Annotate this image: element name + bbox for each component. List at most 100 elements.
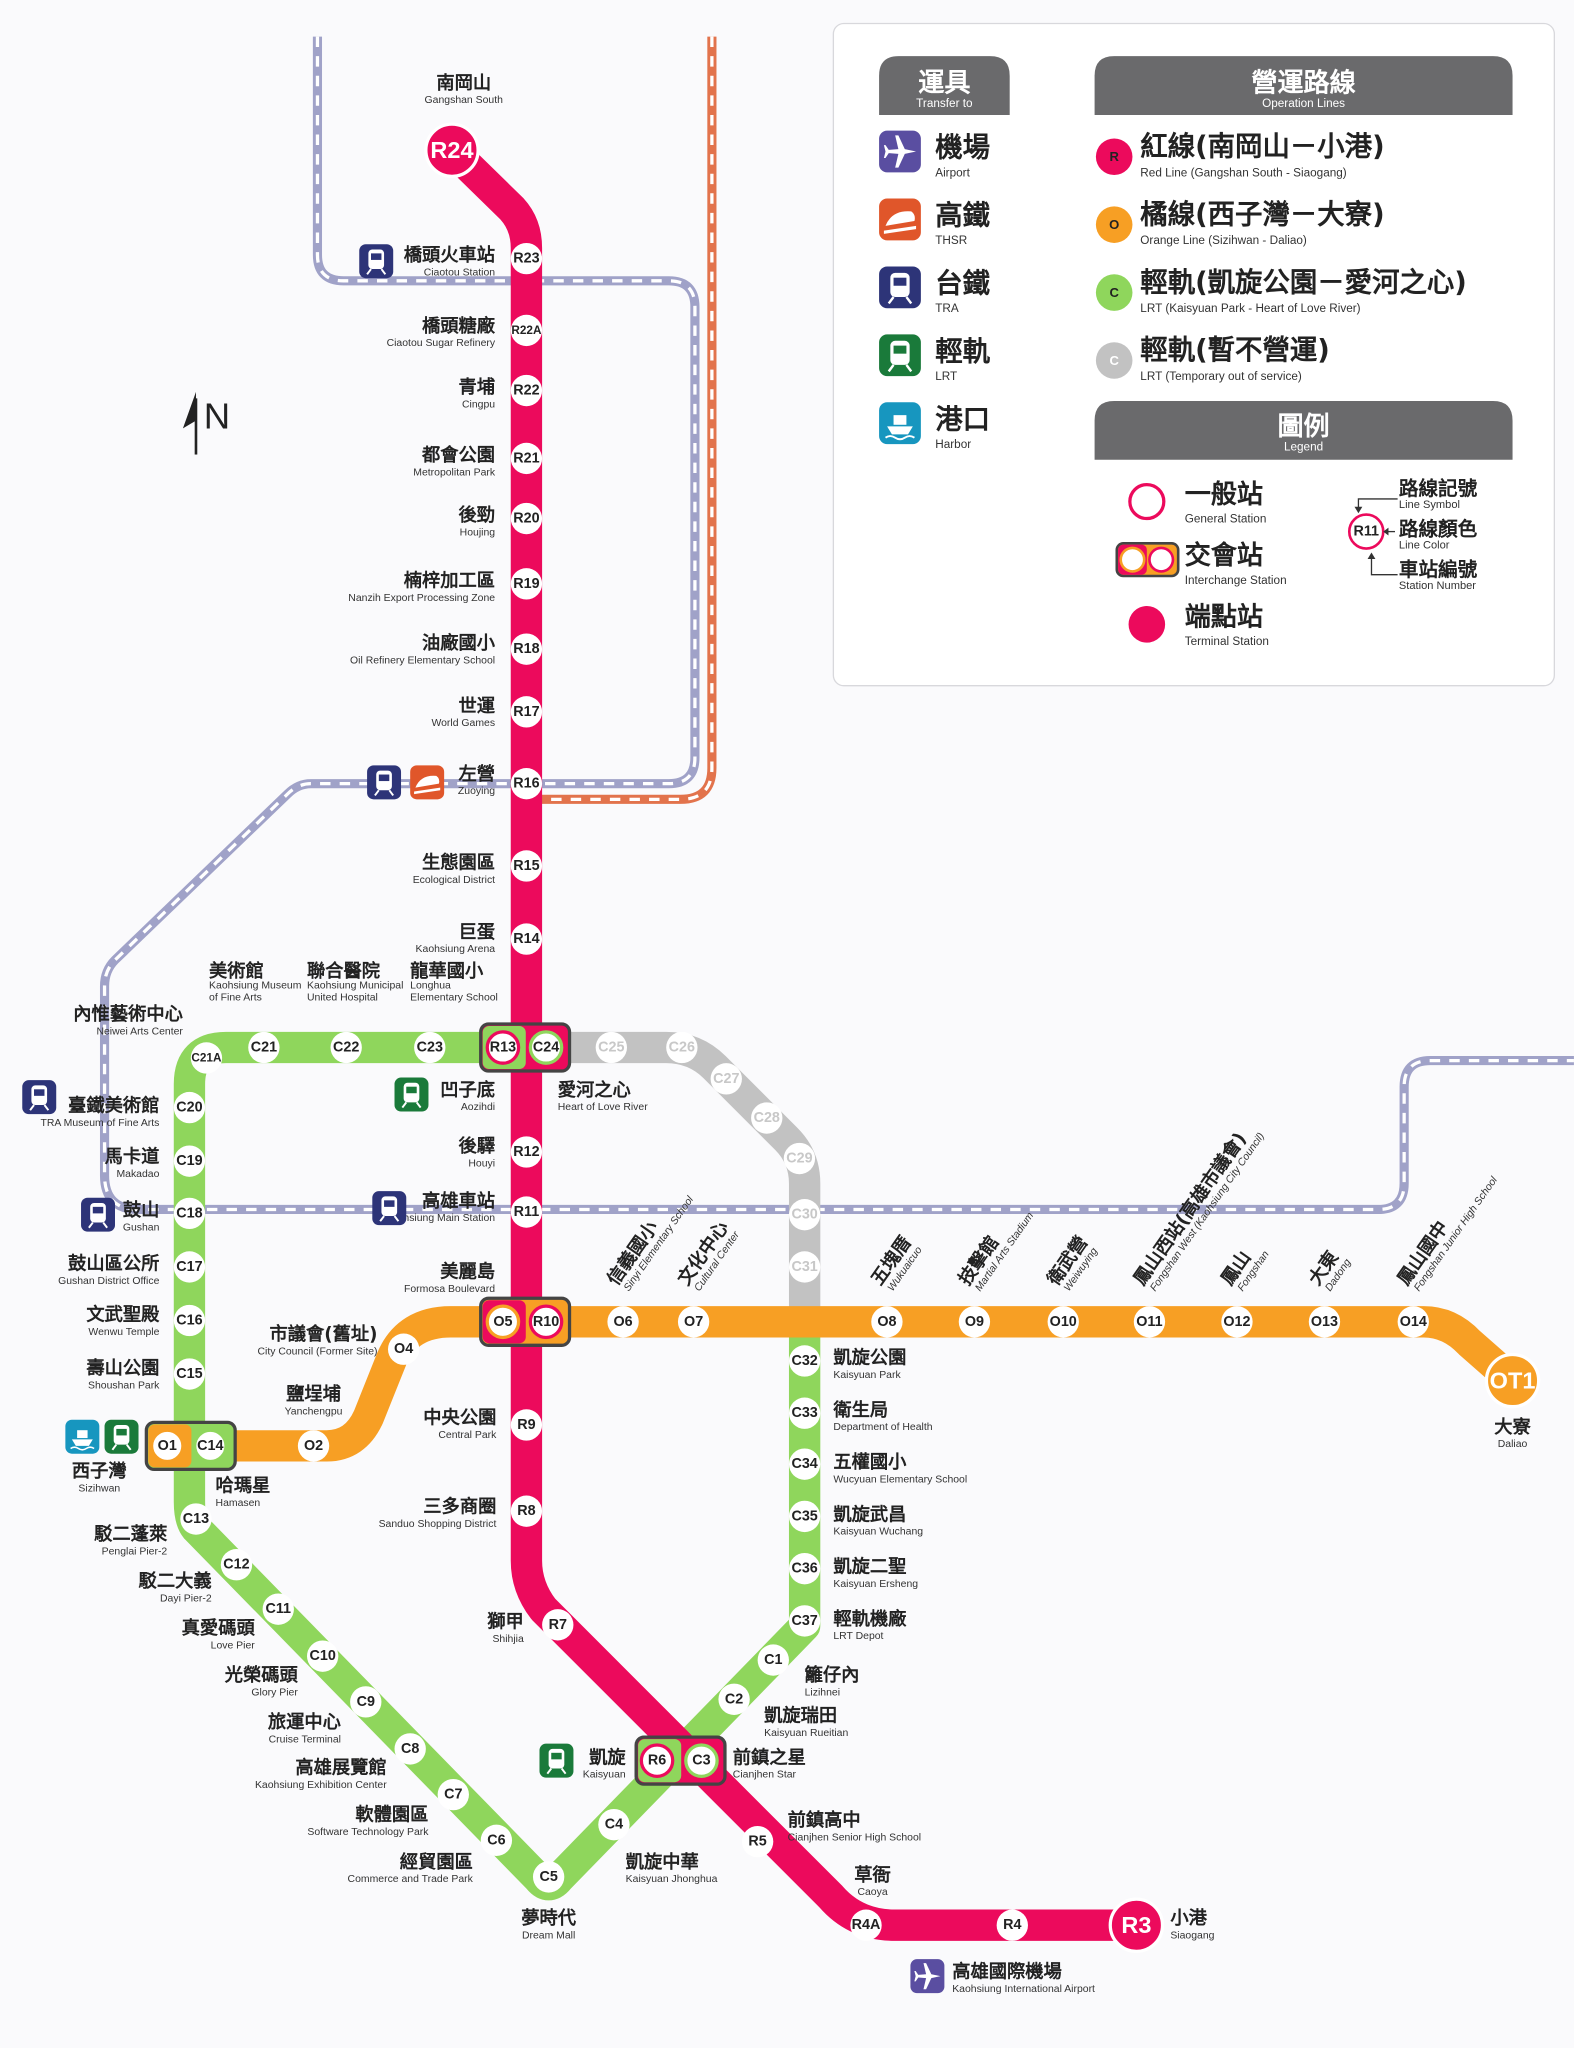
station-c23[interactable]: C23 xyxy=(414,1031,446,1064)
station-r17[interactable]: R17 xyxy=(510,696,543,728)
station-r11[interactable]: R11 xyxy=(510,1196,543,1228)
station-o2[interactable]: O2 xyxy=(297,1430,330,1462)
station-c14[interactable]: C14 xyxy=(193,1428,228,1464)
station-label-o4[interactable]: 市議會(舊址)City Council (Former Site) xyxy=(257,1323,377,1357)
station-c9[interactable]: C9 xyxy=(350,1686,382,1718)
station-c1[interactable]: C1 xyxy=(757,1644,789,1676)
station-c12[interactable]: C12 xyxy=(220,1549,253,1581)
station-c20[interactable]: C20 xyxy=(173,1091,206,1124)
station-c35[interactable]: C35 xyxy=(788,1500,821,1533)
station-o12[interactable]: O12 xyxy=(1221,1306,1253,1338)
station-r22[interactable]: R22 xyxy=(510,374,543,407)
station-c5[interactable]: C5 xyxy=(532,1861,565,1893)
station-c29[interactable]: C29 xyxy=(783,1142,816,1175)
station-r16[interactable]: R16 xyxy=(510,768,543,800)
station-o13[interactable]: O13 xyxy=(1308,1306,1341,1338)
station-r22a[interactable]: R22A xyxy=(510,314,543,347)
station-c34[interactable]: C34 xyxy=(788,1448,821,1480)
station-c15[interactable]: C15 xyxy=(173,1358,206,1390)
station-o6[interactable]: O6 xyxy=(607,1306,639,1338)
station-c10[interactable]: C10 xyxy=(307,1640,339,1672)
station-r19[interactable]: R19 xyxy=(510,568,543,600)
station-c25[interactable]: C25 xyxy=(595,1031,627,1064)
station-c13[interactable]: C13 xyxy=(180,1503,212,1535)
station-o7[interactable]: O7 xyxy=(677,1306,710,1338)
station-c11[interactable]: C11 xyxy=(262,1593,294,1625)
station-r14[interactable]: R14 xyxy=(510,923,543,955)
station-c24[interactable]: C24 xyxy=(528,1030,564,1065)
station-o14[interactable]: O14 xyxy=(1397,1306,1429,1338)
station-o11[interactable]: O11 xyxy=(1133,1306,1166,1338)
station-c32[interactable]: C32 xyxy=(788,1345,821,1377)
station-r9[interactable]: R9 xyxy=(510,1409,543,1441)
station-r18[interactable]: R18 xyxy=(510,633,543,665)
station-r12[interactable]: R12 xyxy=(510,1136,543,1168)
station-o5[interactable]: O5 xyxy=(485,1304,521,1340)
station-r4[interactable]: R4 xyxy=(996,1909,1028,1941)
station-r13[interactable]: R13 xyxy=(485,1030,521,1065)
station-c37[interactable]: C37 xyxy=(788,1605,821,1637)
station-c22[interactable]: C22 xyxy=(330,1031,362,1064)
station-r7[interactable]: R7 xyxy=(542,1609,574,1641)
station-c8[interactable]: C8 xyxy=(394,1733,426,1765)
station-o1[interactable]: O1 xyxy=(149,1428,185,1464)
station-r24[interactable]: R24 xyxy=(424,122,480,178)
station-o8[interactable]: O8 xyxy=(871,1306,903,1338)
station-c18[interactable]: C18 xyxy=(173,1197,206,1230)
station-c26[interactable]: C26 xyxy=(666,1031,698,1064)
station-c16[interactable]: C16 xyxy=(173,1304,206,1337)
station-c3[interactable]: C3 xyxy=(684,1743,719,1778)
station-r6[interactable]: R6 xyxy=(639,1743,675,1778)
station-r8[interactable]: R8 xyxy=(510,1495,543,1527)
station-r10[interactable]: R10 xyxy=(528,1304,564,1340)
station-r5[interactable]: R5 xyxy=(741,1825,774,1858)
station-r3[interactable]: R3 xyxy=(1108,1897,1165,1953)
station-c33[interactable]: C33 xyxy=(788,1397,821,1429)
station-c17[interactable]: C17 xyxy=(173,1251,206,1283)
station-c7[interactable]: C7 xyxy=(437,1778,469,1811)
station-r21[interactable]: R21 xyxy=(510,442,543,475)
station-c2[interactable]: C2 xyxy=(718,1683,750,1715)
